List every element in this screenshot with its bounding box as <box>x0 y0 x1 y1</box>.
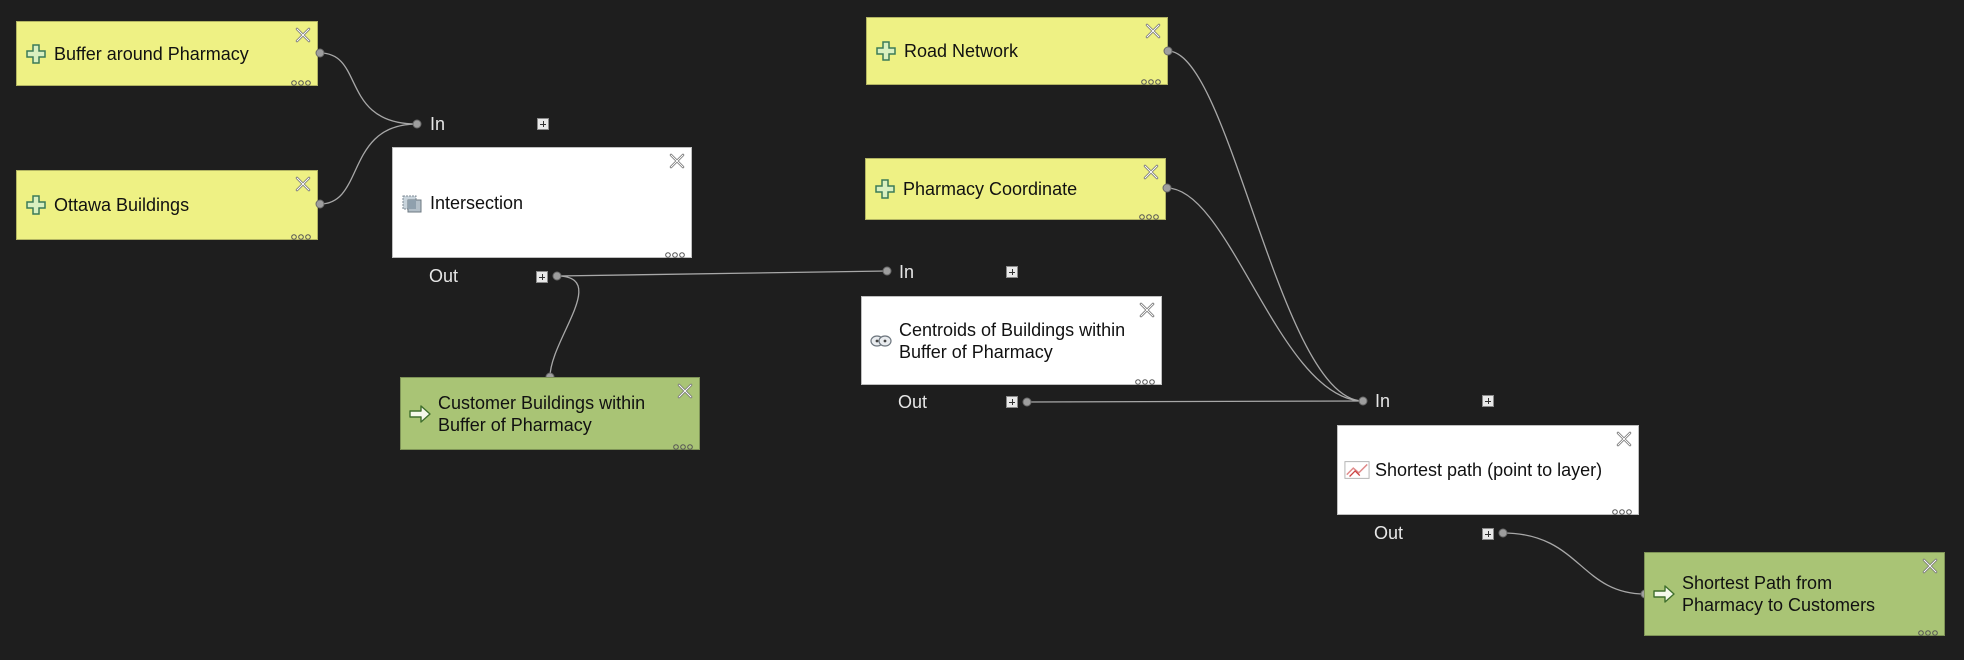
close-x-icon[interactable] <box>1138 301 1156 319</box>
more-dots-icon[interactable] <box>673 438 693 450</box>
centroid-tool-icon <box>868 328 894 354</box>
close-x-icon[interactable] <box>668 152 686 170</box>
centroids-out-expand-toggle[interactable] <box>1006 396 1018 408</box>
node-label: Shortest path (point to layer) <box>1375 460 1603 480</box>
more-dots-icon[interactable] <box>1612 503 1632 515</box>
algorithm-node-intersection[interactable]: Intersection <box>392 147 692 258</box>
output-port-dot[interactable] <box>1162 183 1172 193</box>
more-dots-icon[interactable] <box>1139 208 1159 220</box>
output-port-dot[interactable] <box>552 271 562 281</box>
input-node-buffer-around-pharmacy[interactable]: Buffer around Pharmacy <box>16 21 318 86</box>
wire-shortest-to-output <box>1502 532 1646 595</box>
close-x-icon[interactable] <box>1144 22 1162 40</box>
intersection-tool-icon <box>399 190 425 216</box>
close-x-icon[interactable] <box>1142 163 1160 181</box>
output-port-dot[interactable] <box>1498 528 1508 538</box>
output-port-dot[interactable] <box>315 199 325 209</box>
close-x-icon[interactable] <box>676 382 694 400</box>
input-node-pharmacy-coordinate[interactable]: Pharmacy Coordinate <box>865 158 1166 220</box>
close-x-icon[interactable] <box>1615 430 1633 448</box>
input-node-ottawa-buildings[interactable]: Ottawa Buildings <box>16 170 318 240</box>
arrow-right-icon <box>407 401 433 427</box>
centroids-out-label: Out <box>898 392 928 412</box>
more-dots-icon[interactable] <box>291 228 311 240</box>
node-label: Ottawa Buildings <box>54 195 190 215</box>
output-port-dot[interactable] <box>1163 46 1173 56</box>
output-port-dot[interactable] <box>1022 397 1032 407</box>
node-label: Customer Buildings within Buffer of Phar… <box>438 392 646 435</box>
output-node-shortest-path-result[interactable]: Shortest Path from Pharmacy to Customers <box>1644 552 1945 636</box>
node-label: Intersection <box>430 192 524 213</box>
algorithm-node-centroids[interactable]: Centroids of Buildings within Buffer of … <box>861 296 1162 385</box>
plus-cross-icon <box>873 38 899 64</box>
centroids-in-expand-toggle[interactable] <box>1006 266 1018 278</box>
centroids-in-label: In <box>899 262 915 282</box>
more-dots-icon[interactable] <box>1141 73 1161 85</box>
input-port-dot[interactable] <box>1358 396 1368 406</box>
more-dots-icon[interactable] <box>1135 373 1155 385</box>
shortest-path-in-expand-toggle[interactable] <box>1482 395 1494 407</box>
more-dots-icon[interactable] <box>1918 624 1938 636</box>
intersection-in-label: In <box>430 114 446 134</box>
input-port-dot[interactable] <box>412 119 422 129</box>
wire-intersection-to-centroids <box>556 270 888 277</box>
intersection-out-expand-toggle[interactable] <box>536 271 548 283</box>
plus-cross-icon <box>872 176 898 202</box>
input-port-dot[interactable] <box>882 266 892 276</box>
intersection-in-expand-toggle[interactable] <box>537 118 549 130</box>
shortest-path-out-label: Out <box>1374 523 1404 543</box>
wire-buffer-to-intersection <box>319 52 418 125</box>
plus-cross-icon <box>23 192 49 218</box>
shortest-path-out-expand-toggle[interactable] <box>1482 528 1494 540</box>
wire-road-to-shortest <box>1167 50 1364 402</box>
wire-intersection-to-customer <box>549 275 580 378</box>
network-path-icon <box>1344 457 1370 483</box>
output-node-customer-buildings[interactable]: Customer Buildings within Buffer of Phar… <box>400 377 700 450</box>
wire-centroids-to-shortest <box>1026 400 1364 403</box>
node-label: Pharmacy Coordinate <box>903 179 1078 199</box>
close-x-icon[interactable] <box>294 26 312 44</box>
plus-cross-icon <box>23 41 49 67</box>
more-dots-icon[interactable] <box>665 246 685 258</box>
more-dots-icon[interactable] <box>291 74 311 86</box>
shortest-path-in-label: In <box>1375 391 1391 411</box>
node-label: Buffer around Pharmacy <box>54 43 249 64</box>
node-label: Shortest Path from Pharmacy to Customers <box>1682 573 1876 615</box>
close-x-icon[interactable] <box>1921 557 1939 575</box>
node-label: Centroids of Buildings within Buffer of … <box>899 319 1126 362</box>
output-port-dot[interactable] <box>315 48 325 58</box>
input-node-road-network[interactable]: Road Network <box>866 17 1168 85</box>
arrow-right-icon <box>1651 581 1677 607</box>
node-label: Road Network <box>904 41 1019 61</box>
wire-pharmacy-to-shortest <box>1166 187 1364 402</box>
intersection-out-label: Out <box>429 266 459 286</box>
algorithm-node-shortest-path[interactable]: Shortest path (point to layer) <box>1337 425 1639 515</box>
close-x-icon[interactable] <box>294 175 312 193</box>
